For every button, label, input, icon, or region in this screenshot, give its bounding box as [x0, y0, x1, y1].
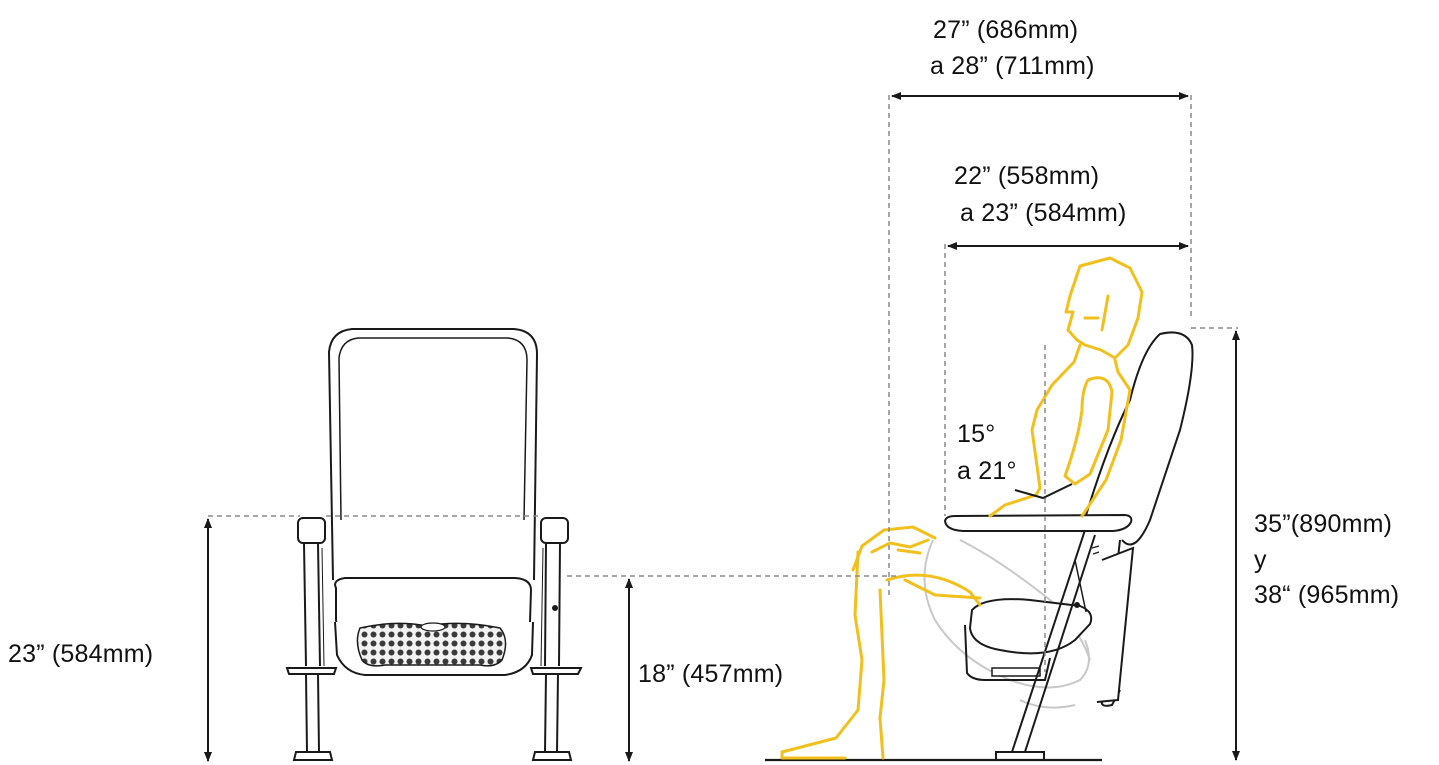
front-view-chair [285, 328, 583, 761]
guide-lines [208, 95, 1238, 672]
front-backrest [327, 328, 539, 581]
armrest-height-label: 23” (584mm) [8, 640, 154, 668]
side-view-chair [765, 331, 1194, 762]
dimension-arrows [204, 92, 1240, 762]
side-standard [1009, 529, 1096, 759]
front-left-foot-plate [285, 667, 338, 675]
total-height-label-line2: y [1254, 546, 1267, 574]
side-backrest [1080, 331, 1194, 546]
right-armrest-pad [540, 517, 569, 544]
total-height-label-line3: 38“ (965mm) [1254, 581, 1400, 609]
recline-angle-label-line2: a 21° [957, 457, 1017, 485]
side-seat [968, 598, 1093, 655]
overall-depth-label-line1: 27” (686mm) [933, 16, 1079, 44]
overall-depth-label-line2: a 28” (711mm) [930, 52, 1095, 80]
seat-height-label: 18” (457mm) [638, 660, 784, 688]
seated-figure [780, 256, 1144, 760]
recline-angle-mark [1014, 483, 1073, 500]
seat-depth-label-line2: a 23” (584mm) [960, 199, 1127, 227]
left-armrest-pad [297, 517, 326, 544]
recline-angle-label-line1: 15° [957, 420, 996, 448]
front-right-foot-plate [529, 667, 583, 675]
side-armrest [943, 513, 1133, 532]
total-height-label-line1: 35”(890mm) [1254, 510, 1393, 538]
seat-depth-label-line1: 22” (558mm) [954, 162, 1100, 190]
